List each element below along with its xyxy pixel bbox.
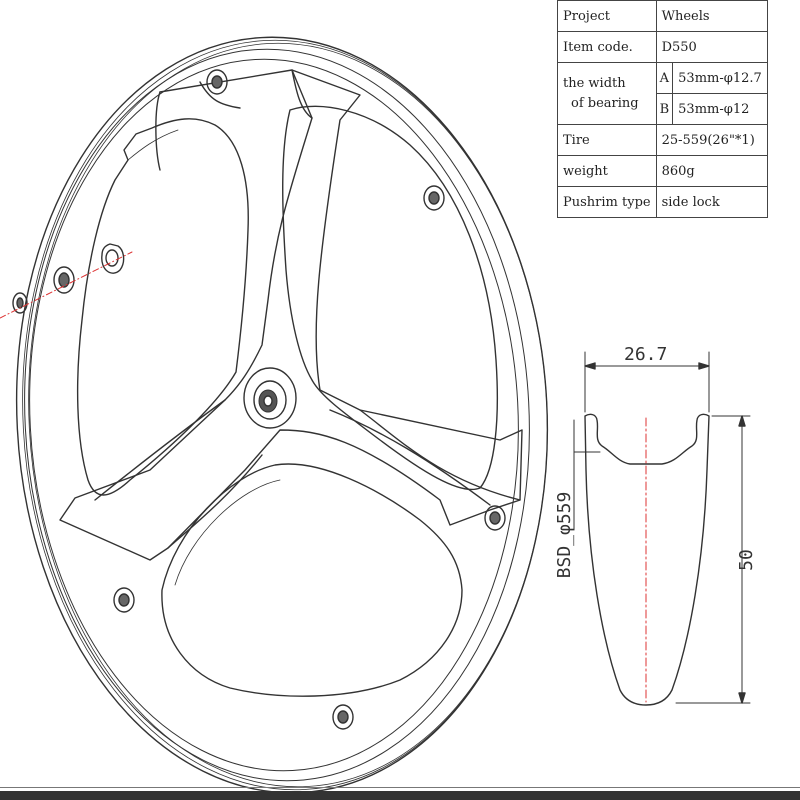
rim-bolt-right bbox=[484, 505, 506, 531]
wheel-cutout-right bbox=[282, 105, 498, 491]
bearing-label-line2: of bearing bbox=[571, 95, 639, 111]
pushrim-label: Pushrim type bbox=[557, 186, 657, 218]
rim-bsd-dimension: BSD_φ559 bbox=[554, 492, 575, 579]
spec-row-pushrim: Pushrim type side lock bbox=[557, 186, 768, 218]
rim-width-dimension: 26.7 bbox=[624, 344, 667, 365]
wheel-spoke-web bbox=[59, 69, 523, 561]
bearing-label-line1: the width bbox=[563, 75, 626, 91]
rim-bolt-top bbox=[206, 69, 228, 95]
rim-bolt-lower-left bbox=[113, 587, 135, 613]
rim-profile-outline bbox=[584, 413, 710, 706]
tire-label: Tire bbox=[557, 124, 657, 156]
weight-value: 860g bbox=[655, 155, 768, 187]
spec-table: Project Wheels Item code. D550 the width… bbox=[557, 0, 768, 218]
pushrim-value: side lock bbox=[655, 186, 768, 218]
rim-bolt-bottom bbox=[332, 704, 354, 730]
rim-height-dimension: 50 bbox=[736, 549, 757, 571]
bottom-border-bar bbox=[0, 791, 800, 800]
wheel-hub bbox=[243, 367, 297, 429]
bearing-label: the width of bearing bbox=[557, 62, 657, 125]
bearing-a-value: 53mm-φ12.7 bbox=[672, 62, 768, 94]
spec-row-tire: Tire 25-559(26"*1) bbox=[557, 124, 768, 156]
rim-bolt-left bbox=[53, 266, 75, 294]
spec-row-weight: weight 860g bbox=[557, 155, 768, 187]
bearing-a-key: A bbox=[655, 62, 674, 94]
wheel-cutout-bottom bbox=[161, 463, 463, 697]
project-value: Wheels bbox=[655, 0, 768, 32]
bottom-border-line bbox=[0, 787, 800, 788]
item-code-label: Item code. bbox=[557, 31, 657, 63]
tire-value: 25-559(26"*1) bbox=[655, 124, 768, 156]
spec-row-item-code: Item code. D550 bbox=[557, 31, 768, 63]
bearing-b-key: B bbox=[655, 93, 674, 125]
axle-exploded-parts bbox=[0, 243, 133, 319]
weight-label: weight bbox=[557, 155, 657, 187]
project-label: Project bbox=[557, 0, 657, 32]
spec-row-bearing-a: the width of bearing A 53mm-φ12.7 bbox=[557, 62, 768, 125]
item-code-value: D550 bbox=[655, 31, 768, 63]
spec-row-project: Project Wheels bbox=[557, 0, 768, 32]
bearing-b-value: 53mm-φ12 bbox=[672, 93, 768, 125]
rim-bolt-upper-right bbox=[423, 185, 445, 211]
wheel-cutout-upper-left bbox=[76, 118, 249, 496]
rim-profile bbox=[573, 351, 751, 706]
